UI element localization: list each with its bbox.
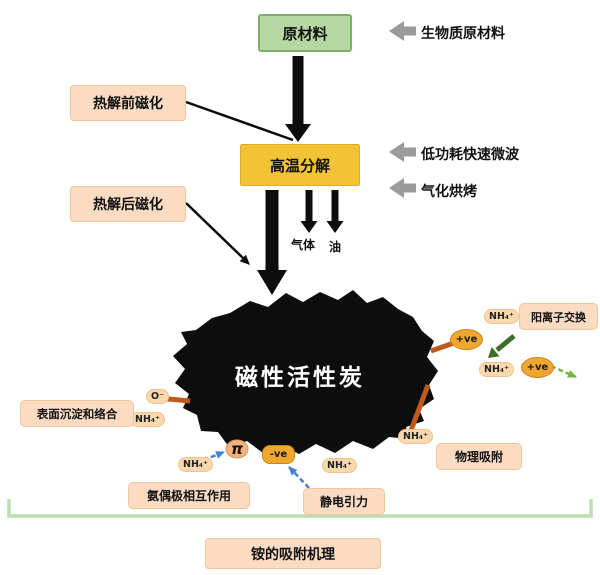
ammonium-ion: NH₄⁺ <box>484 309 520 324</box>
ammonia-dipole-box: 氨偶极相互作用 <box>128 482 250 509</box>
pi-symbol: π <box>231 440 243 458</box>
ammonium-ion: NH₄⁺ <box>479 362 515 377</box>
gasification-arrow-icon <box>389 178 416 198</box>
ammonium-ion: NH₄⁺ <box>322 458 358 473</box>
released-cation-arrow <box>550 364 577 379</box>
physical-adsorption-connector <box>407 384 431 434</box>
mechanism-bracket <box>7 499 593 518</box>
microwave-arrow-icon <box>389 142 416 162</box>
flow-arrow-gas <box>300 190 318 233</box>
flow-arrow-raw-to-decomposition <box>285 56 311 142</box>
activated-carbon-blob <box>173 290 438 454</box>
pre-magnetization-connector <box>185 100 294 142</box>
gas-label: 气体 <box>291 238 316 252</box>
mechanism-title-box: 铵的吸附机理 <box>205 538 381 569</box>
post-pyrolysis-magnetization-box: 热解后磁化 <box>70 186 186 222</box>
positive-charge-released: +ve <box>521 357 554 378</box>
electrostatic-arrow <box>288 466 310 489</box>
pre-pyrolysis-magnetization-box: 热解前磁化 <box>70 85 186 121</box>
flow-arrow-oil <box>326 190 344 233</box>
ammonium-ion: NH₄⁺ <box>398 429 434 444</box>
decomposition-box: 高温分解 <box>240 144 360 186</box>
dipole-interaction-arrow <box>195 450 225 465</box>
negative-charge-site: -ve <box>262 445 295 464</box>
product-name: 磁性活性炭 <box>235 365 365 391</box>
oxygen-site: O⁻ <box>146 389 170 404</box>
biomass-input-label: 生物质原材料 <box>421 26 505 42</box>
positive-charge-site: +ve <box>450 329 483 350</box>
pi-site-marker <box>225 439 249 459</box>
biomass-arrow-icon <box>389 21 416 41</box>
oil-label: 油 <box>329 240 342 254</box>
physical-adsorption-box: 物理吸附 <box>436 443 522 470</box>
ammonium-ion: NH₄⁺ <box>178 457 214 472</box>
gasification-label: 气化烘烤 <box>421 184 477 200</box>
electrostatic-box: 静电引力 <box>303 488 385 515</box>
microwave-label: 低功耗快速微波 <box>421 147 519 163</box>
cation-exchange-arrow-shaft <box>495 334 516 352</box>
surface-precipitation-box: 表面沉淀和络合 <box>20 400 134 427</box>
post-magnetization-arrowhead <box>239 254 250 265</box>
ammonium-ion: NH₄⁺ <box>130 412 166 427</box>
cation-exchange-arrowhead <box>488 347 500 358</box>
raw-material-box: 原材料 <box>258 14 352 52</box>
flow-arrow-decomposition-to-carbon <box>257 190 287 295</box>
post-magnetization-connector <box>185 202 244 259</box>
cation-exchange-box: 阳离子交换 <box>519 303 598 330</box>
